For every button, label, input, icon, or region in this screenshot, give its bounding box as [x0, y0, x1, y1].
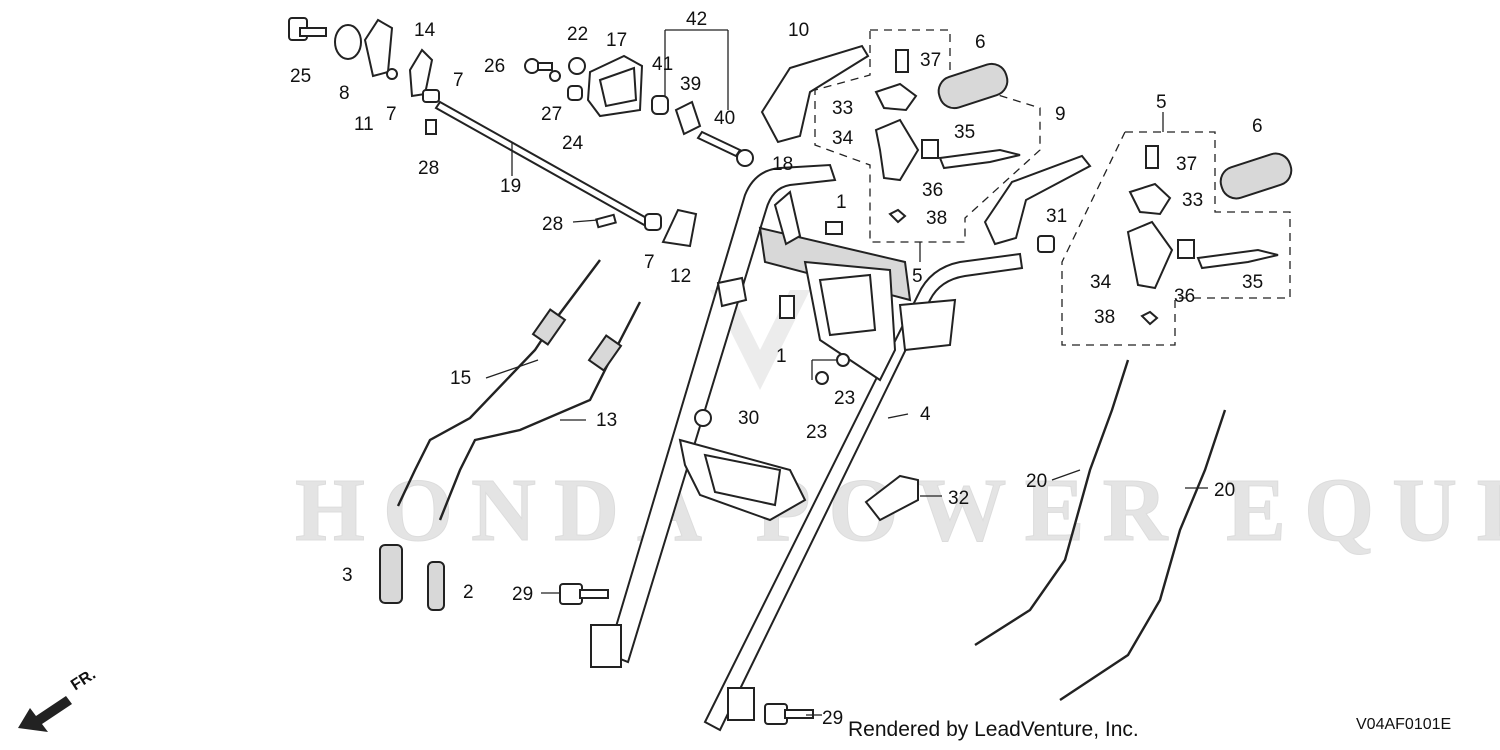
callout-6a: 6 [975, 32, 986, 53]
rendered-by-credit: Rendered by LeadVenture, Inc. [848, 718, 1139, 741]
callout-23a: 23 [834, 388, 855, 409]
front-arrow-icon [18, 696, 72, 732]
grip-6-right [1219, 152, 1293, 200]
callout-17: 17 [606, 30, 627, 51]
bracket-9 [983, 154, 1092, 246]
callout-2: 2 [463, 582, 474, 603]
callout-7b: 7 [386, 104, 397, 125]
spring-2 [427, 561, 445, 611]
callout-29a: 29 [512, 584, 533, 605]
callout-30: 30 [738, 408, 759, 429]
control-group-right [1061, 131, 1291, 346]
bracket-10 [760, 44, 870, 144]
callout-12: 12 [670, 266, 691, 287]
callout-33a: 33 [832, 98, 853, 119]
callout-23b: 23 [806, 422, 827, 443]
upper-left-hardware [288, 17, 698, 248]
callout-3: 3 [342, 565, 353, 586]
callout-10: 10 [788, 20, 809, 41]
callout-38b: 38 [1094, 307, 1115, 328]
callout-25: 25 [290, 66, 311, 87]
drawing-code: V04AF0101E [1356, 716, 1452, 733]
callout-5b: 5 [1156, 92, 1167, 113]
callout-38a: 38 [926, 208, 947, 229]
callout-37a: 37 [920, 50, 941, 71]
callout-4: 4 [920, 404, 931, 425]
callout-29b: 29 [822, 708, 843, 729]
callout-34a: 34 [832, 128, 854, 149]
callout-7a: 7 [453, 70, 464, 91]
callout-35b: 35 [1242, 272, 1263, 293]
callout-41: 41 [652, 54, 673, 75]
callout-15: 15 [450, 368, 471, 389]
callout-37b: 37 [1176, 154, 1197, 175]
callout-36a: 36 [922, 180, 943, 201]
callout-36b: 36 [1174, 286, 1195, 307]
callout-26: 26 [484, 56, 505, 77]
callout-9: 9 [1055, 104, 1066, 125]
lever-assembly [524, 54, 754, 167]
callout-35a: 35 [954, 122, 975, 143]
cables-left [396, 259, 642, 521]
callout-39: 39 [680, 74, 701, 95]
callout-8: 8 [339, 83, 350, 104]
callout-40: 40 [714, 108, 735, 129]
callout-27: 27 [541, 104, 562, 125]
bolts-nuts [559, 221, 1055, 725]
callout-19: 19 [500, 176, 521, 197]
callout-28a: 28 [418, 158, 439, 179]
callout-18: 18 [772, 154, 793, 175]
callout-24: 24 [562, 133, 584, 154]
callout-33b: 33 [1182, 190, 1203, 211]
callout-32: 32 [948, 488, 969, 509]
callout-1a: 1 [836, 192, 847, 213]
callout-20a: 20 [1026, 471, 1047, 492]
callouts: 25 8 11 14 7 7 28 19 28 7 12 26 22 17 27… [290, 9, 1263, 729]
callout-7c: 7 [644, 252, 655, 273]
callout-14: 14 [414, 20, 436, 41]
spring-3 [379, 544, 403, 604]
watermark: HONDA POWER EQUIPMENT [295, 290, 1500, 561]
leader-lines [485, 29, 1208, 716]
callout-6b: 6 [1252, 116, 1263, 137]
callout-13: 13 [596, 410, 617, 431]
cables-right [974, 359, 1227, 702]
callout-22: 22 [567, 24, 588, 45]
band-32 [864, 474, 919, 522]
callout-1b: 1 [776, 346, 787, 367]
callout-5a: 5 [912, 266, 923, 287]
callout-20b: 20 [1214, 480, 1235, 501]
callout-31: 31 [1046, 206, 1067, 227]
handle-frame [590, 163, 1024, 732]
callout-11: 11 [354, 114, 374, 135]
grip-6-left [937, 62, 1009, 110]
control-group-left [814, 29, 1041, 243]
callout-34b: 34 [1090, 272, 1112, 293]
callout-42: 42 [686, 9, 707, 30]
callout-28b: 28 [542, 214, 563, 235]
